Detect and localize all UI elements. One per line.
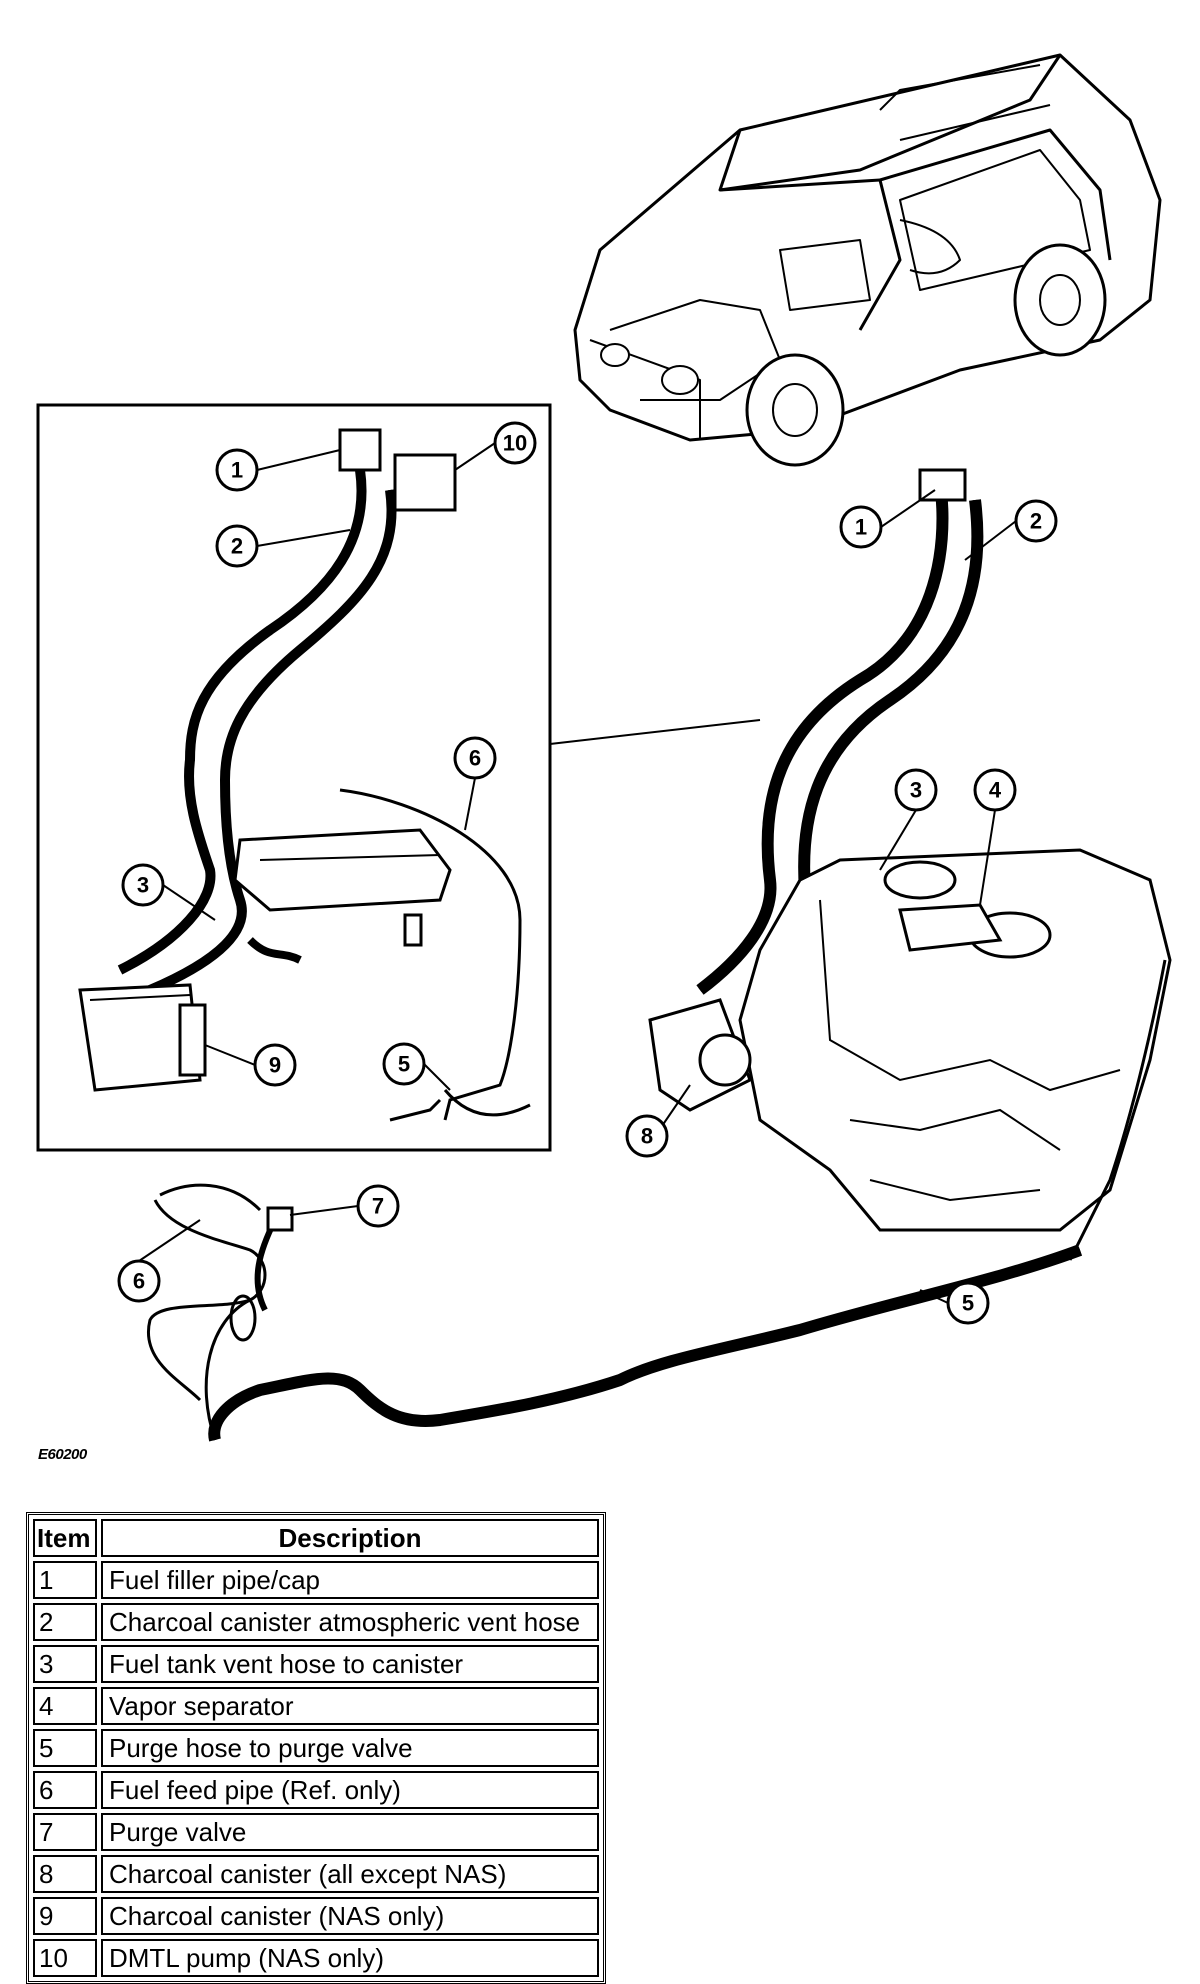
callout-inset-6: 6 (453, 736, 497, 780)
legend-item-description: Fuel tank vent hose to canister (101, 1645, 599, 1683)
svg-text:2: 2 (231, 534, 243, 559)
svg-text:9: 9 (269, 1053, 281, 1078)
svg-text:5: 5 (398, 1052, 410, 1077)
callout-inset-3: 3 (121, 863, 165, 907)
svg-text:6: 6 (469, 746, 481, 771)
legend-item-number: 1 (33, 1561, 97, 1599)
legend-item-description: Vapor separator (101, 1687, 599, 1725)
figure-id: E60200 (38, 1446, 87, 1463)
callout-main-1: 1 (839, 505, 883, 549)
legend-item-description: Fuel filler pipe/cap (101, 1561, 599, 1599)
callout-inset-9: 9 (253, 1043, 297, 1087)
svg-text:8: 8 (641, 1124, 653, 1149)
leader-lines (138, 442, 1017, 1304)
fuel-evap-diagram: 1 10 2 6 3 9 5 1 2 3 4 8 7 6 5 (36, 53, 1172, 1442)
legend-item-number: 5 (33, 1729, 97, 1767)
inset-frame (36, 403, 552, 1152)
legend-item-number: 10 (33, 1939, 97, 1977)
callout-main-8: 8 (625, 1114, 669, 1158)
svg-text:4: 4 (989, 778, 1002, 803)
legend-item-number: 3 (33, 1645, 97, 1683)
callout-inset-2: 2 (215, 524, 259, 568)
main-components (648, 468, 1172, 1261)
legend-item-description: Charcoal canister (NAS only) (101, 1897, 599, 1935)
legend-item-number: 9 (33, 1897, 97, 1935)
inset-components (78, 428, 531, 1122)
legend-item-description: Purge valve (101, 1813, 599, 1851)
svg-text:6: 6 (133, 1269, 145, 1294)
svg-text:10: 10 (503, 431, 527, 456)
svg-text:2: 2 (1030, 509, 1042, 534)
legend-header-row: Item Description (33, 1519, 599, 1557)
legend-item-number: 7 (33, 1813, 97, 1851)
svg-text:1: 1 (231, 458, 243, 483)
legend-item-description: Purge hose to purge valve (101, 1729, 599, 1767)
legend-item-description: DMTL pump (NAS only) (101, 1939, 599, 1977)
callout-inset-10: 10 (493, 421, 537, 465)
legend-item-number: 4 (33, 1687, 97, 1725)
callout-inset-5: 5 (382, 1042, 426, 1086)
svg-text:1: 1 (855, 515, 867, 540)
legend-item-description: Fuel feed pipe (Ref. only) (101, 1771, 599, 1809)
legend-item-description: Charcoal canister (all except NAS) (101, 1855, 599, 1893)
svg-text:3: 3 (137, 873, 149, 898)
callout-main-7: 7 (356, 1184, 400, 1228)
vehicle-illustration (573, 53, 1162, 467)
legend-header-item: Item (33, 1519, 97, 1557)
purge-hose-assembly (146, 1183, 1083, 1442)
callout-main-4: 4 (973, 768, 1017, 812)
svg-text:3: 3 (910, 778, 922, 803)
legend-item-number: 6 (33, 1771, 97, 1809)
callout-main-5: 5 (946, 1281, 990, 1325)
legend-item-number: 8 (33, 1855, 97, 1893)
legend-header-description: Description (101, 1519, 599, 1557)
legend-item-description: Charcoal canister atmospheric vent hose (101, 1603, 599, 1641)
callout-inset-1: 1 (215, 448, 259, 492)
callout-main-6: 6 (117, 1259, 161, 1303)
legend-item-number: 2 (33, 1603, 97, 1641)
callout-main-2: 2 (1014, 499, 1058, 543)
callout-main-3: 3 (894, 768, 938, 812)
svg-text:7: 7 (372, 1194, 384, 1219)
svg-text:5: 5 (962, 1291, 974, 1316)
